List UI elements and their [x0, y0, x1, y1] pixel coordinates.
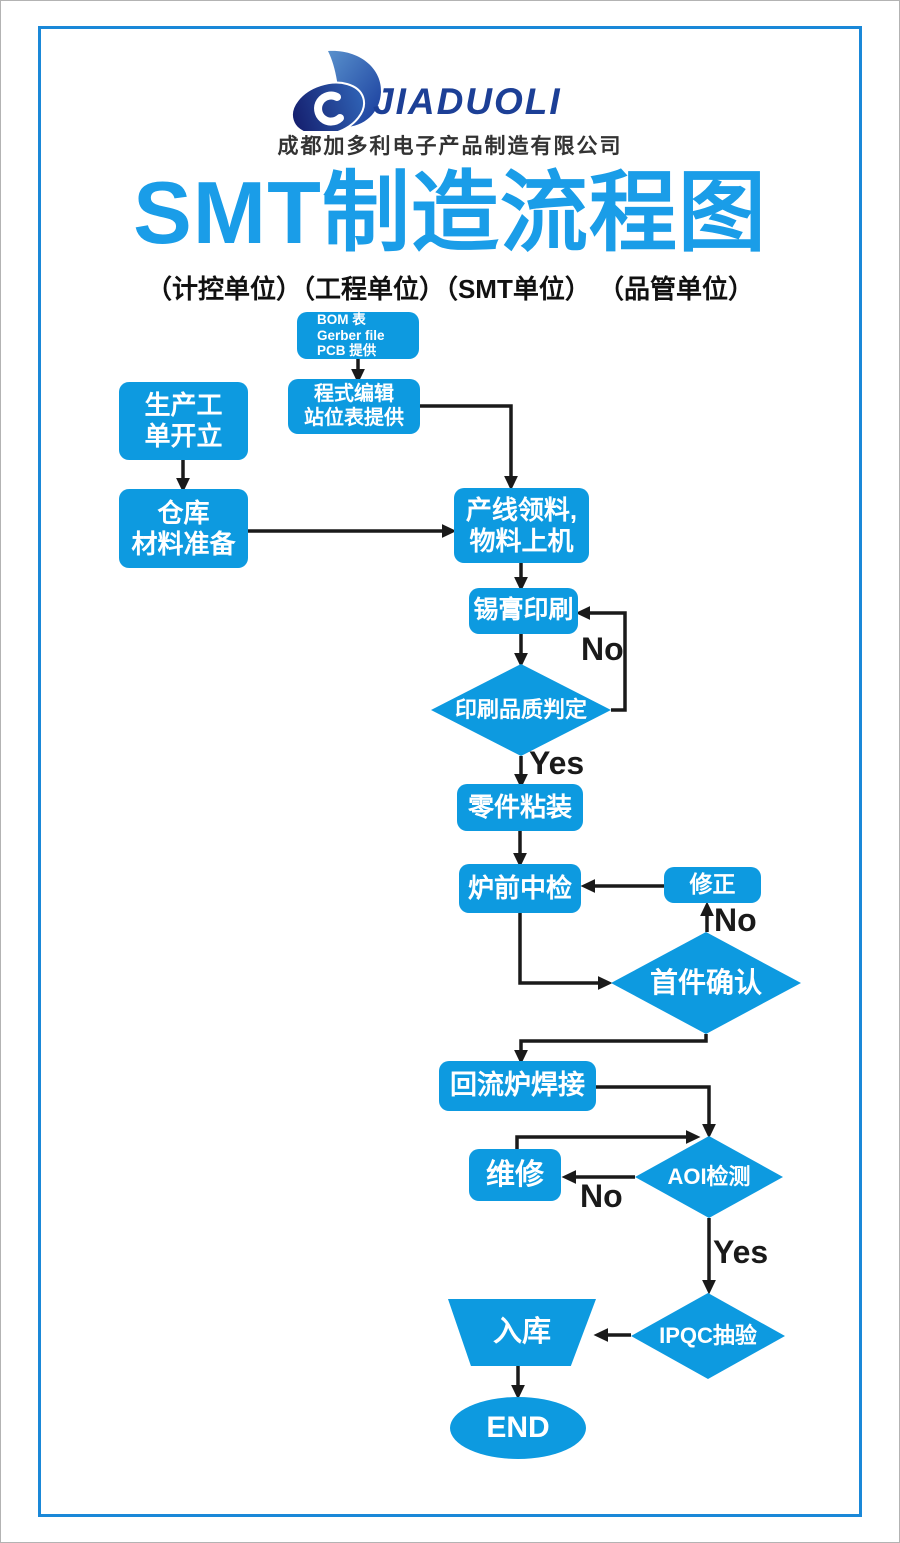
company-name: 成都加多利电子产品制造有限公司 [277, 135, 623, 158]
node-label-line: 物料上机 [469, 525, 574, 556]
flow-node-solder-paste-printing: 锡膏印刷 [469, 588, 578, 634]
node-label-line: BOM 表 [317, 312, 366, 328]
flow-node-line-material-loading: 产线领料, 物料上机 [454, 488, 589, 563]
flow-node-warehouse-inbound: 入库 [448, 1299, 596, 1366]
node-label-line: 程式编辑 [314, 382, 394, 405]
brand-name: JIADUOLI [373, 81, 562, 122]
flow-node-bom-gerber-pcb: BOM 表 Gerber file PCB 提供 [297, 312, 419, 359]
flow-node-correction: 修正 [664, 867, 761, 903]
node-label-line: 零件粘装 [467, 792, 572, 823]
node-label-line: 站位表提供 [304, 406, 404, 429]
edge-label-no-first-article: No [714, 902, 757, 938]
node-label-line: 单开立 [144, 421, 223, 451]
department-legend: （计控单位）（工程单位）（SMT单位） （品管单位） [145, 274, 755, 304]
node-label-line: PCB 提供 [317, 343, 377, 359]
flow-node-pre-oven-inspection: 炉前中检 [459, 864, 581, 913]
node-label-line: Gerber file [317, 327, 385, 343]
node-label-line: AOI检测 [667, 1164, 751, 1190]
jiaduoli-swirl-logo-icon [284, 49, 394, 137]
node-label-line: IPQC抽验 [659, 1323, 757, 1349]
flow-node-repair: 维修 [469, 1149, 561, 1201]
flow-node-warehouse-material: 仓库 材料准备 [119, 489, 248, 568]
node-label-line: 印刷品质判定 [454, 697, 587, 723]
node-label-line: 材料准备 [131, 528, 236, 559]
node-label-line: 产线领料, [465, 494, 578, 525]
node-label-line: 锡膏印刷 [473, 596, 574, 625]
flow-node-work-order: 生产工 单开立 [119, 382, 248, 460]
flow-node-component-mounting: 零件粘装 [457, 784, 583, 831]
edge-label-yes-aoi: Yes [713, 1234, 769, 1270]
flow-node-end: END [450, 1397, 586, 1459]
edge-label-yes-print-quality: Yes [529, 745, 585, 781]
node-label-line: 炉前中检 [467, 873, 572, 904]
edge-label-no-aoi: No [580, 1178, 623, 1214]
node-label-line: 生产工 [144, 390, 223, 421]
node-label-line: 修正 [689, 871, 736, 898]
edge-label-no-print-quality: No [581, 631, 624, 667]
node-label-line: 回流炉焊接 [450, 1070, 585, 1101]
border-frame [38, 26, 862, 1517]
node-label-line: 首件确认 [649, 967, 762, 999]
node-label-line: 维修 [485, 1158, 544, 1191]
node-label-line: 仓库 [157, 497, 210, 528]
node-label-line: END [486, 1411, 550, 1445]
page-title: SMT制造流程图 [133, 163, 767, 262]
flow-node-program-editing: 程式编辑 站位表提供 [288, 379, 420, 434]
flow-node-reflow-soldering: 回流炉焊接 [439, 1061, 596, 1111]
node-label-line: 入库 [492, 1316, 551, 1349]
